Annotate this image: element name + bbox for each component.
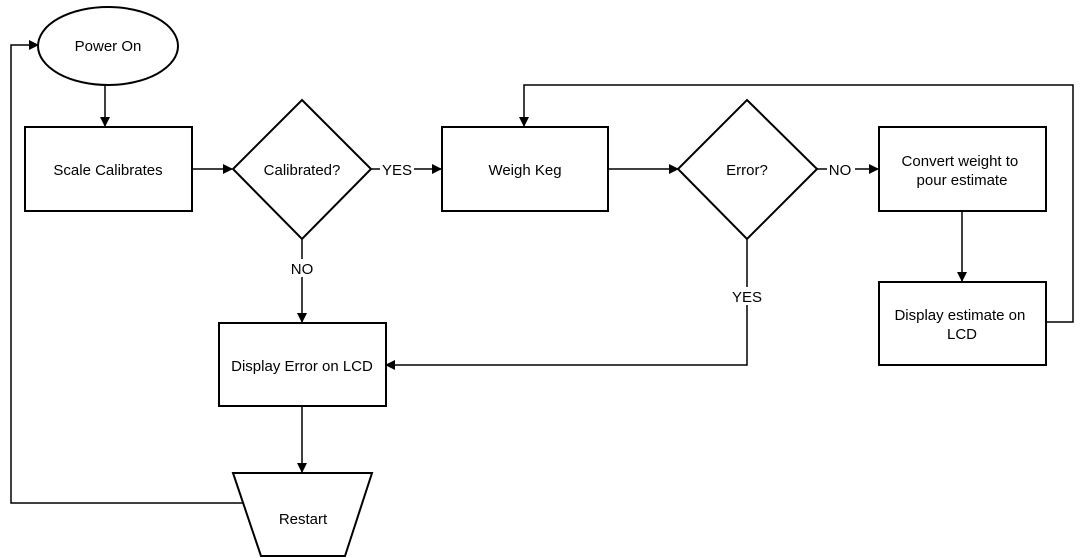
display-error-label: Display Error on LCD [231,358,373,375]
convert-weight-label: Convert weight to pour estimate [902,153,1023,189]
restart-node [231,472,374,557]
error-label: Error? [726,162,768,179]
scale-calibrates-label: Scale Calibrates [53,162,162,179]
power-on-label: Power On [75,38,142,55]
calibrated-decision-node [231,98,373,241]
error-yes-label: YES [732,289,762,306]
scale-calibrates-node [24,126,193,212]
error-decision-node [676,98,819,241]
restart-label: Restart [279,511,328,528]
error-no-label: NO [829,162,852,179]
weigh-keg-label: Weigh Keg [488,162,561,179]
display-error-node [218,322,387,407]
edge-error-yes [385,239,748,370]
calibrated-label: Calibrated? [264,162,341,179]
convert-weight-node [878,126,1047,212]
power-on-node [37,6,179,86]
weigh-keg-node [441,126,609,212]
display-estimate-line1: Display estimate on [894,307,1025,324]
convert-weight-line2: pour estimate [917,172,1008,189]
convert-weight-line1: Convert weight to [902,153,1019,170]
display-estimate-label: Display estimate on LCD [894,307,1029,343]
edge-display-estimate-loop [519,84,1074,323]
calibrated-yes-label: YES [382,162,412,179]
edge-restart-loop [10,40,247,504]
calibrated-no-label: NO [291,261,314,278]
display-estimate-line2: LCD [947,326,977,343]
display-estimate-node [878,281,1047,366]
